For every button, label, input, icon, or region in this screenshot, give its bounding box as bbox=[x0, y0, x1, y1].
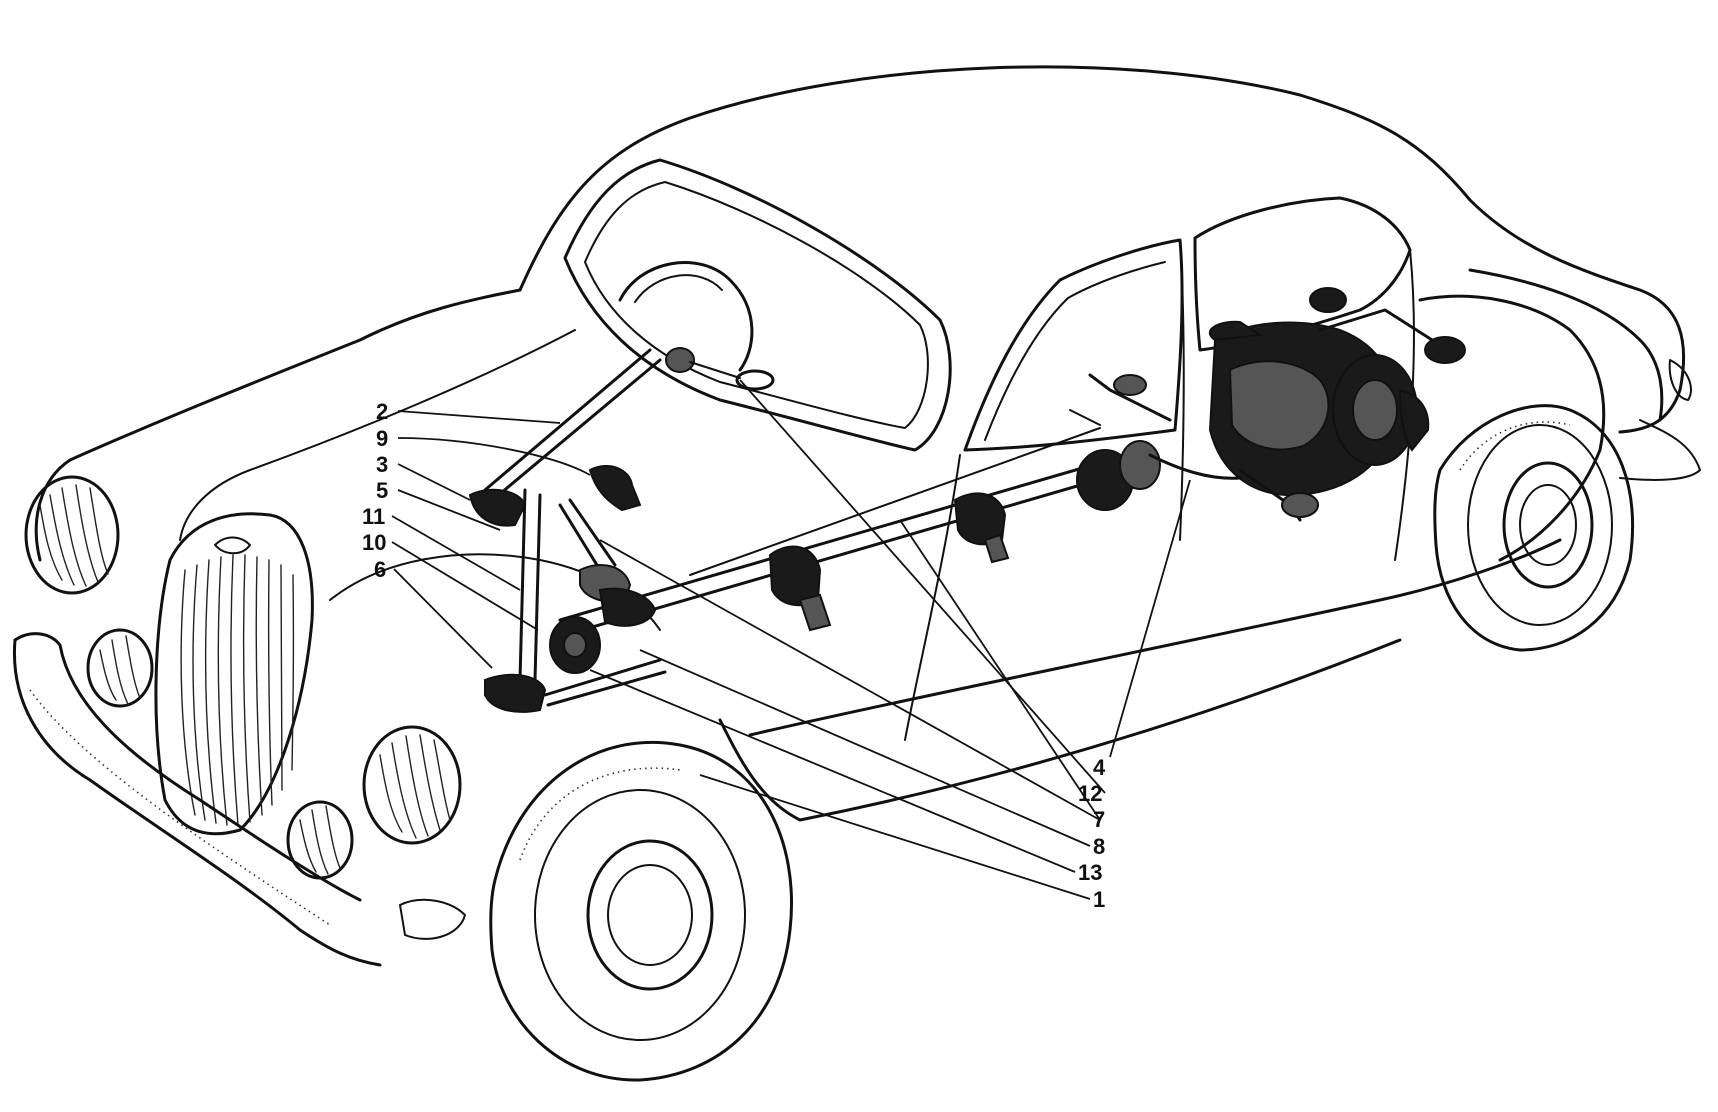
right-headlamp bbox=[362, 725, 462, 845]
left-fog-lamp bbox=[86, 628, 154, 708]
leader-4 bbox=[1109, 479, 1191, 758]
leader-2 bbox=[397, 410, 561, 424]
car-body bbox=[34, 65, 1701, 822]
callout-9: 9 bbox=[376, 426, 388, 451]
leader-13 bbox=[589, 669, 1076, 873]
bumper-highlight bbox=[29, 689, 331, 926]
front-end bbox=[12, 475, 466, 967]
roof-outline bbox=[518, 65, 1686, 434]
de-dion-tube bbox=[1148, 453, 1242, 480]
leader-11 bbox=[391, 515, 521, 591]
leader-10 bbox=[391, 541, 539, 631]
leader-6 bbox=[393, 568, 493, 669]
door-pillar bbox=[1179, 239, 1185, 541]
center-bearing-rear bbox=[953, 492, 1010, 564]
leader-7a bbox=[899, 519, 1101, 821]
leader-9 bbox=[397, 437, 591, 476]
windshield-inner bbox=[584, 181, 929, 429]
callout-5: 5 bbox=[376, 478, 388, 503]
universal-joint-rear bbox=[1076, 440, 1161, 511]
callout-11: 11 bbox=[362, 504, 385, 529]
grille-surround bbox=[154, 512, 314, 836]
rear-fender bbox=[1418, 294, 1606, 562]
callout-3: 3 bbox=[376, 452, 388, 477]
steering-wheel-inner bbox=[634, 274, 723, 303]
front-linkage bbox=[468, 347, 775, 682]
rear-right-wheel bbox=[1433, 404, 1634, 652]
front-bumper bbox=[12, 638, 382, 967]
callout-8: 8 bbox=[1093, 834, 1105, 859]
callout-10: 10 bbox=[362, 530, 386, 555]
front-side-window-inner bbox=[984, 261, 1166, 441]
leader-8 bbox=[639, 649, 1091, 847]
hood-outline bbox=[34, 288, 522, 562]
flexible-joint-front bbox=[549, 616, 601, 674]
front-bumper-lower bbox=[13, 632, 362, 902]
tail-light bbox=[1668, 359, 1692, 401]
drivetrain bbox=[468, 287, 1466, 713]
callout-6: 6 bbox=[374, 557, 386, 582]
clutch-rod bbox=[689, 427, 1101, 576]
front-side-window bbox=[963, 238, 1184, 452]
rear-bumper bbox=[1619, 419, 1701, 481]
leader-12 bbox=[739, 379, 1106, 794]
propeller-shaft-lower bbox=[563, 473, 1117, 637]
callout-labels: 2 9 3 5 11 10 6 4 12 7 8 13 1 bbox=[362, 399, 1106, 912]
right-fog-lamp bbox=[286, 800, 354, 880]
grille-badge bbox=[214, 536, 251, 555]
callout-4: 4 bbox=[1093, 755, 1106, 780]
hood-crease bbox=[179, 329, 576, 541]
windshield-frame bbox=[563, 158, 952, 452]
callout-2: 2 bbox=[376, 399, 388, 424]
steering-wheel bbox=[618, 261, 754, 372]
propeller-shaft bbox=[558, 458, 1112, 622]
callout-13: 13 bbox=[1078, 860, 1102, 885]
leader-lines bbox=[391, 379, 1191, 900]
radiator-grille bbox=[180, 554, 295, 826]
transaxle-gearbox bbox=[1208, 320, 1430, 497]
left-headlamp bbox=[24, 475, 120, 595]
rear-suspension bbox=[1069, 287, 1466, 522]
trunk-outline bbox=[1468, 268, 1664, 422]
leader-5 bbox=[397, 489, 501, 531]
sill-line bbox=[718, 638, 1402, 822]
leader-1 bbox=[699, 774, 1091, 900]
body-side-lower bbox=[748, 538, 1562, 737]
door-line-front bbox=[904, 454, 961, 741]
front-cross-member bbox=[484, 564, 667, 713]
center-bearing-front bbox=[768, 545, 832, 632]
leader-7b bbox=[599, 539, 1101, 821]
callout-1: 1 bbox=[1093, 887, 1105, 912]
front-right-wheel bbox=[489, 740, 793, 1082]
leader-3 bbox=[397, 463, 471, 501]
rear-side-window bbox=[1193, 196, 1412, 352]
bumper-guard bbox=[399, 898, 466, 940]
